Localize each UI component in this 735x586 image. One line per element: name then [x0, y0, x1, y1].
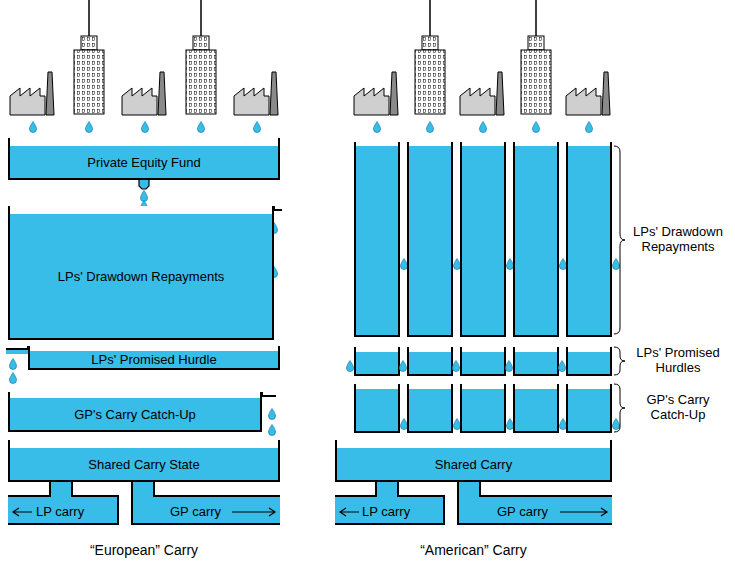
flow-label: GP carry [497, 505, 548, 520]
panel-caption: “American” Carry [335, 542, 612, 558]
shared-carry-tank: Shared Carry [335, 440, 612, 482]
tank-label: GP's Carry Catch-Up [74, 408, 196, 421]
brace-label: GP's Carry Catch-Up [626, 393, 730, 423]
catchup-tank: GP's Carry Catch-Up [8, 392, 262, 432]
tank-label: Shared Carry State [88, 458, 199, 471]
tank-label: Private Equity Fund [87, 156, 200, 169]
shared-carry-tank: Shared Carry State [8, 440, 280, 482]
tank-label: Shared Carry [435, 458, 512, 471]
brace-label: LPs' Promised Hurdles [626, 346, 730, 376]
flow-label: LP carry [362, 505, 410, 520]
flow-label: GP carry [170, 505, 221, 520]
tank-label: LPs' Promised Hurdle [91, 353, 216, 366]
flow-label: LP carry [36, 505, 84, 520]
hurdle-tank: LPs' Promised Hurdle [28, 346, 280, 370]
brace-label: LPs' Drawdown Repayments [626, 225, 730, 255]
fund-tank: Private Equity Fund [8, 138, 280, 180]
drawdown-tank: LPs' Drawdown Repayments [8, 206, 274, 340]
panel-caption: “European” Carry [8, 542, 280, 558]
tank-label: LPs' Drawdown Repayments [58, 270, 225, 283]
